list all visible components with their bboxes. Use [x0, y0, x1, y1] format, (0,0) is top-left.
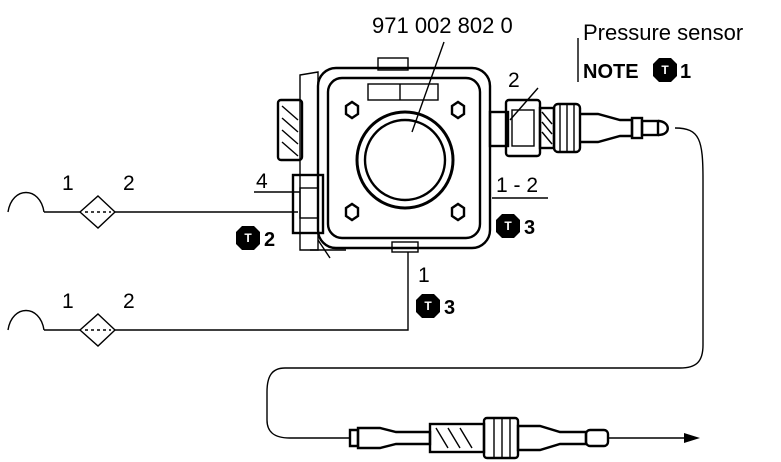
svg-text:T: T	[424, 299, 432, 313]
filter-upper	[78, 195, 117, 229]
torque-ref-left: 2	[264, 229, 275, 251]
lower-hose-line-b	[115, 252, 409, 331]
pressure-sensor-label: Pressure sensor	[583, 20, 743, 45]
torque-symbol-left: T	[236, 226, 260, 250]
filter-lower-in: 1	[62, 290, 74, 313]
valve-left-connector	[276, 71, 325, 251]
part-number: 971 002 802 0	[372, 13, 513, 38]
cable-arrow-head	[684, 433, 700, 443]
torque-ref-bottom: 3	[444, 297, 455, 319]
torque-ref-note: 1	[680, 61, 691, 83]
top-port-leader	[509, 87, 539, 121]
bottom-port-number: 1	[418, 264, 430, 287]
valve-body	[310, 57, 492, 259]
pressure-sensor	[488, 98, 669, 158]
bolt-bottom-right	[450, 202, 466, 222]
bolt-top-right	[450, 100, 466, 120]
bolt-bottom-left	[344, 202, 360, 222]
filter-upper-in: 1	[62, 172, 74, 195]
right-port-number: 1 - 2	[496, 174, 538, 197]
filter-lower-out: 2	[123, 290, 135, 313]
svg-text:T: T	[661, 63, 669, 77]
top-port-number: 2	[508, 69, 520, 92]
svg-text:T: T	[244, 231, 252, 245]
upper-hose-end	[7, 192, 45, 213]
filter-upper-out: 2	[123, 172, 135, 195]
svg-text:T: T	[504, 219, 512, 233]
torque-symbol-bottom: T	[416, 294, 440, 318]
valve-bore-outer	[355, 110, 455, 210]
left-port-number: 4	[256, 170, 268, 193]
bolt-top-left	[344, 100, 360, 120]
torque-symbol-note: T	[653, 58, 677, 82]
filter-lower	[78, 313, 117, 347]
torque-symbol-right: T	[496, 214, 520, 238]
note-label: NOTE	[583, 61, 639, 83]
sensor-cable	[266, 127, 704, 439]
valve-bore-inner	[363, 118, 447, 202]
torque-ref-right: 3	[524, 217, 535, 239]
cable-connector	[348, 416, 610, 460]
part-number-leader	[411, 41, 445, 133]
lower-hose-end	[7, 310, 45, 331]
